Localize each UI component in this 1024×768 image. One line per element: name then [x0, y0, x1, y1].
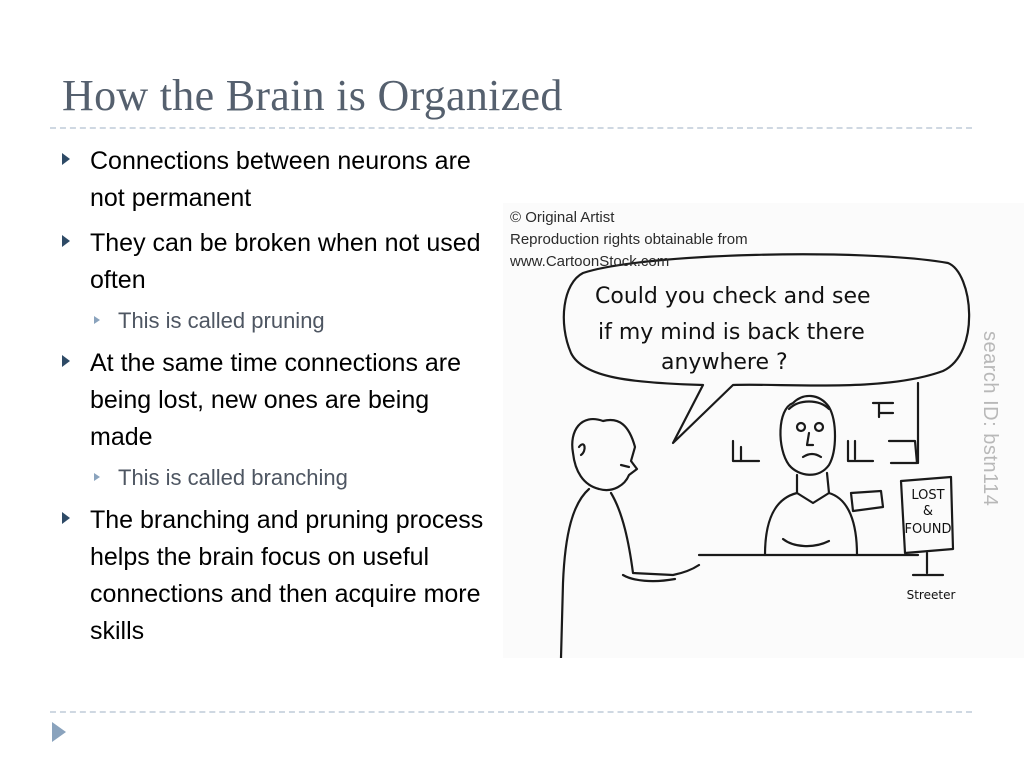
bullet-text: Connections between neurons are not perm… [90, 147, 471, 212]
sub-bullet-arrow-icon [94, 316, 100, 324]
artist-signature: Streeter [907, 588, 956, 602]
sign-text-line1: LOST [911, 488, 944, 503]
sign-text-line3: FOUND [905, 522, 952, 537]
bullet-item: They can be broken when not used often [62, 225, 492, 299]
sub-bullet-arrow-icon [94, 473, 100, 481]
bullet-arrow-icon [62, 355, 70, 367]
speech-bubble [562, 253, 971, 445]
sign-text-line2: & [923, 504, 933, 519]
sub-bullet-text: This is called branching [118, 465, 348, 490]
footer-divider [50, 711, 972, 713]
sub-bullet-item: This is called branching [94, 464, 492, 492]
clerk-head [779, 394, 837, 476]
speech-text-line2: if my mind is back there [598, 320, 865, 345]
lost-found-sign [899, 475, 955, 555]
bullet-arrow-icon [62, 153, 70, 165]
title-divider [50, 127, 972, 129]
bullet-item: Connections between neurons are not perm… [62, 143, 492, 217]
clerk-body [763, 473, 799, 557]
sub-bullet-text: This is called pruning [118, 308, 325, 333]
cartoon-drawing: Could you check and see if my mind is ba… [559, 253, 971, 658]
bullet-text: They can be broken when not used often [90, 229, 481, 294]
bullet-arrow-icon [62, 235, 70, 247]
speech-text-line1: Could you check and see [595, 284, 871, 309]
copyright-credit: © Original Artist Reproduction rights ob… [510, 207, 748, 273]
speech-text-line3: anywhere ? [661, 350, 788, 375]
bullet-text: The branching and pruning process helps … [90, 506, 484, 645]
next-slide-arrow-icon[interactable] [52, 722, 66, 742]
sub-bullet-item: This is called pruning [94, 307, 492, 335]
bullet-item: At the same time connections are being l… [62, 345, 492, 456]
slide-title: How the Brain is Organized [62, 71, 563, 120]
search-id-watermark: search ID: bstn114 [979, 331, 1001, 507]
bullet-item: The branching and pruning process helps … [62, 502, 492, 650]
bullet-arrow-icon [62, 512, 70, 524]
bullet-list: Connections between neurons are not perm… [62, 143, 492, 658]
left-man-head [571, 418, 639, 492]
credit-line: Reproduction rights obtainable from [510, 231, 748, 248]
credit-line: © Original Artist [510, 209, 615, 226]
bullet-text: At the same time connections are being l… [90, 349, 462, 451]
cartoon-image: Could you check and see if my mind is ba… [503, 203, 1024, 658]
left-man-body [559, 487, 591, 658]
credit-line: www.CartoonStock.com [510, 253, 670, 270]
